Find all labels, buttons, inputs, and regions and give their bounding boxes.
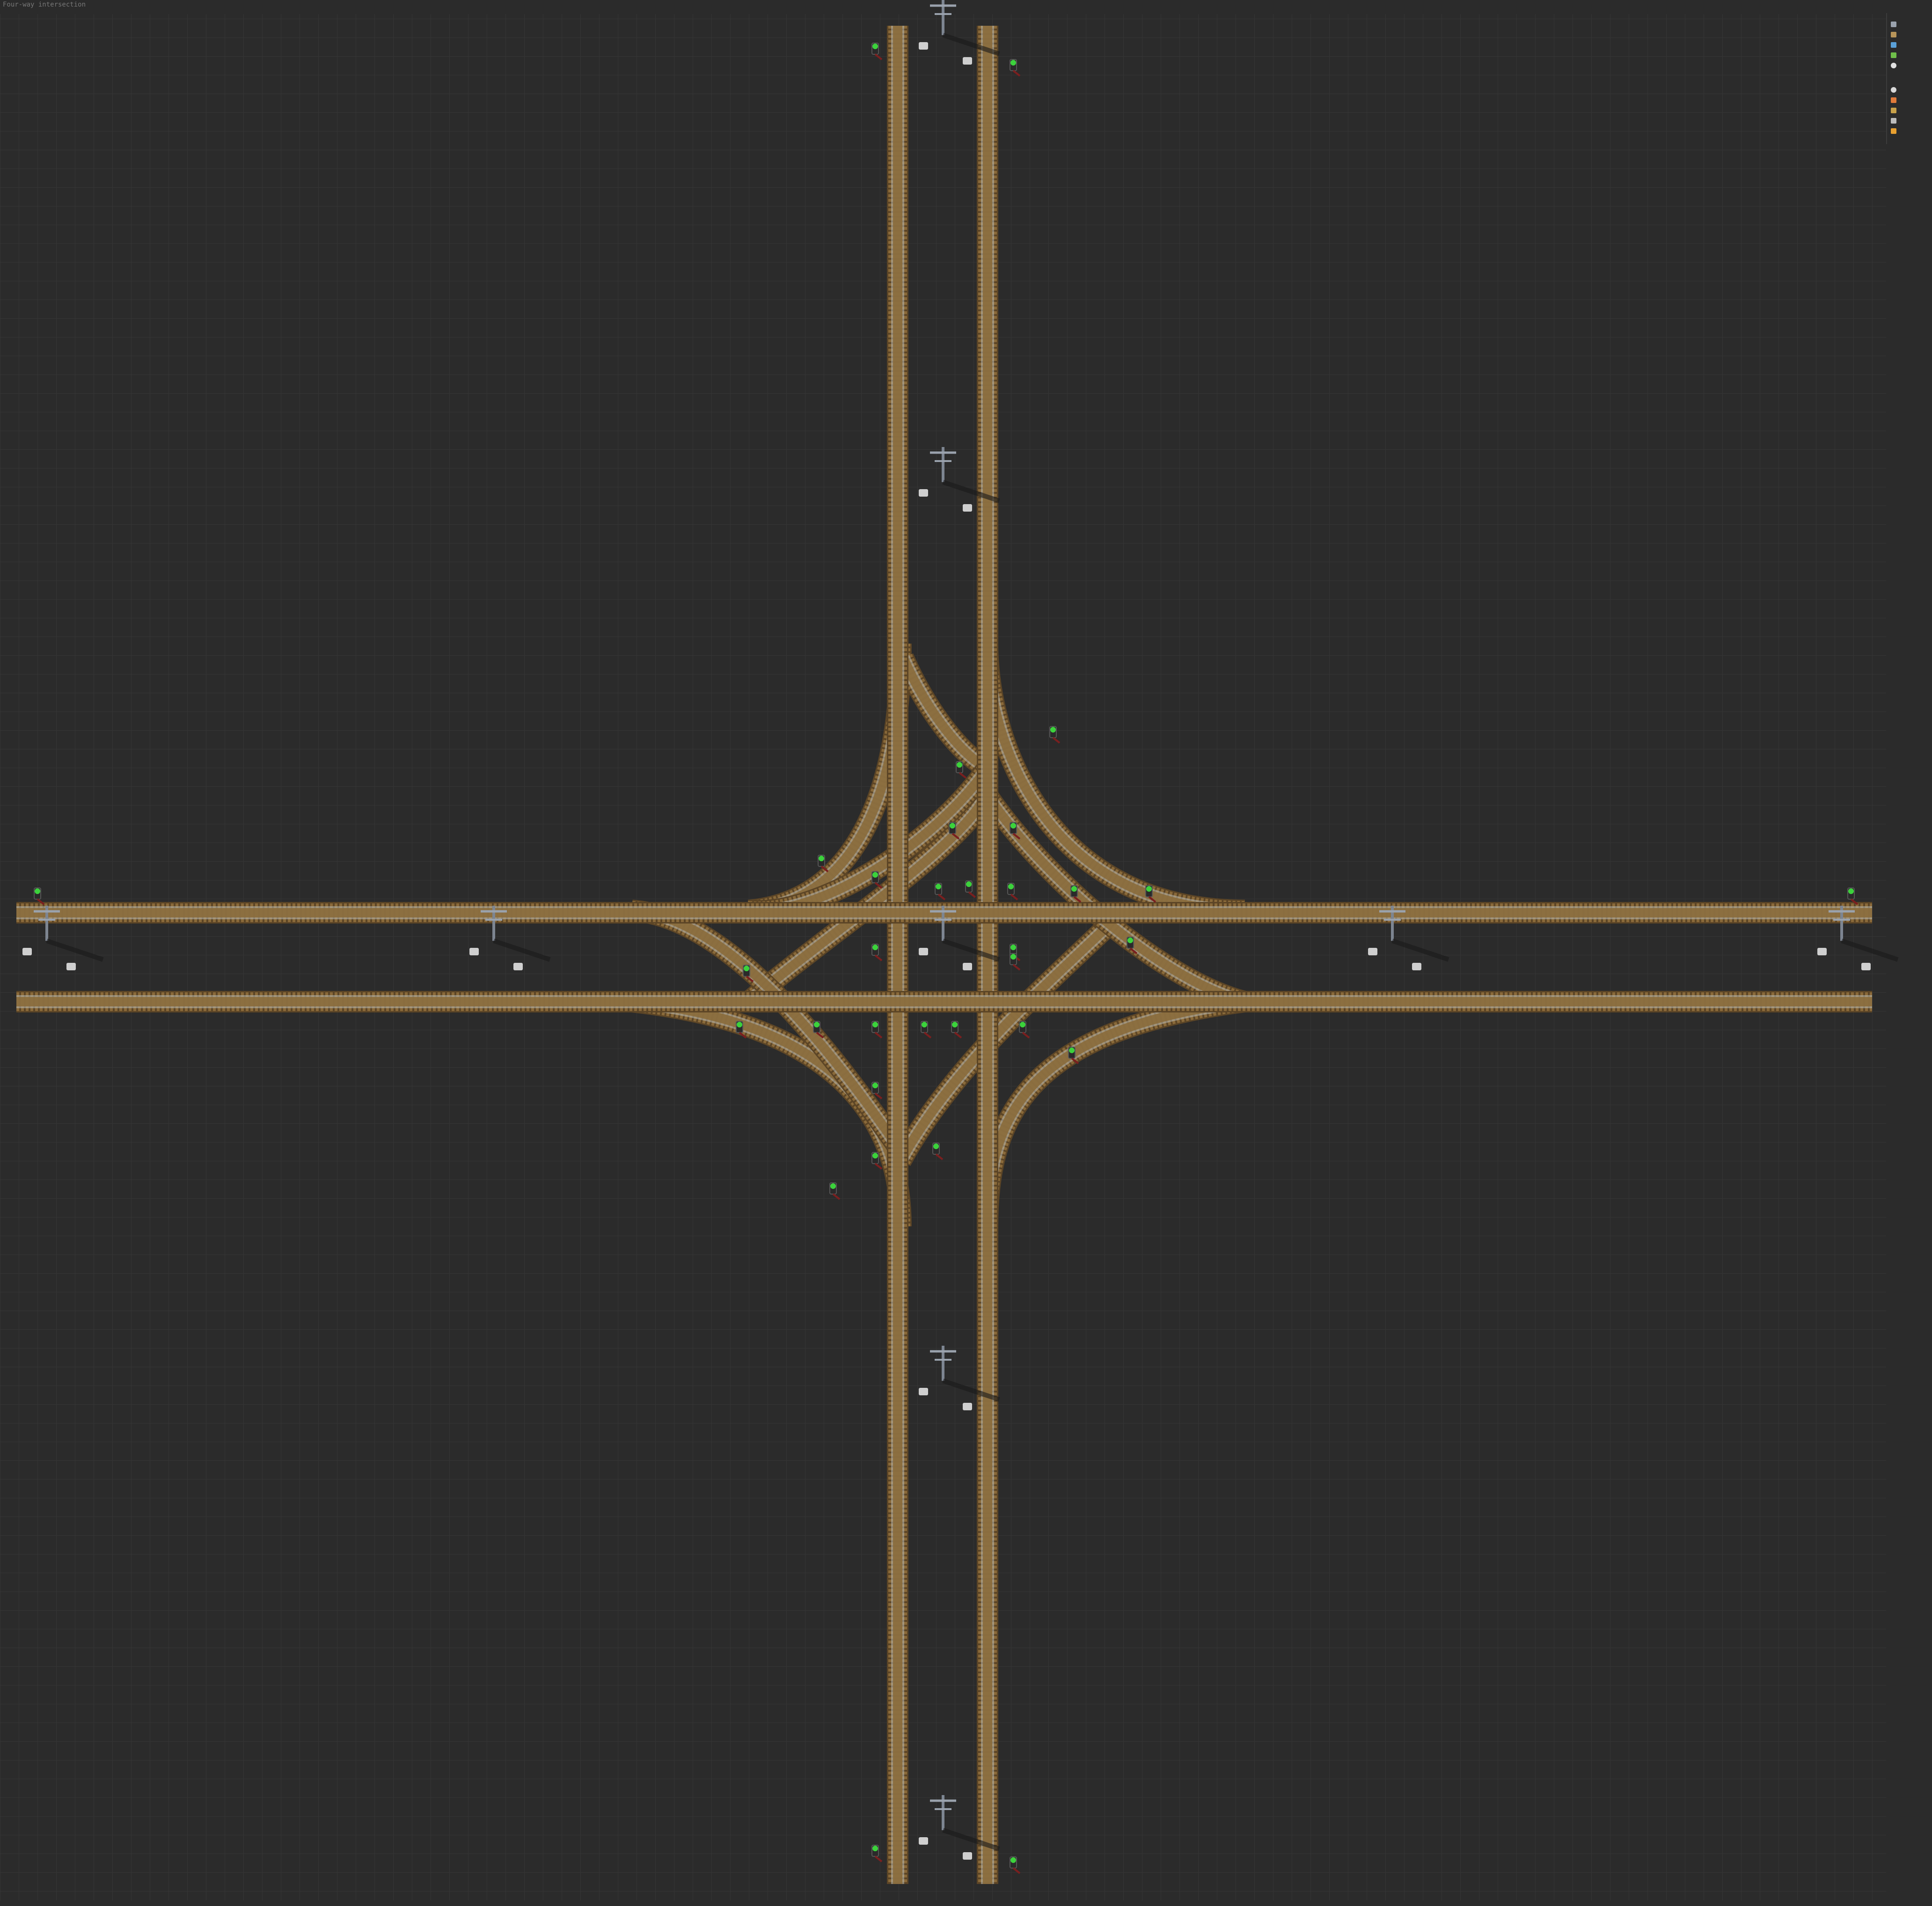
- power-pole-icon[interactable]: [1829, 906, 1899, 962]
- chain-signal-icon[interactable]: [871, 871, 883, 889]
- lamp-icon: [1891, 63, 1896, 68]
- lamp-icon: [1412, 963, 1421, 970]
- signal-icon[interactable]: [921, 1021, 932, 1039]
- lamp-icon: [919, 1388, 928, 1395]
- signal-icon[interactable]: [1145, 885, 1156, 903]
- lamp-icon: [963, 1403, 972, 1410]
- power-pole-icon[interactable]: [34, 906, 104, 962]
- grid-background: [0, 14, 1886, 1900]
- summary-row: [1891, 85, 1900, 95]
- signal-icon: [1891, 42, 1896, 48]
- summary-row: [1891, 126, 1900, 136]
- lamp-icon: [919, 42, 928, 50]
- wire-red-icon: [1891, 97, 1896, 103]
- chain-signal-icon[interactable]: [818, 855, 829, 872]
- rail-icon: [1891, 32, 1896, 37]
- signal-icon[interactable]: [736, 1021, 747, 1039]
- chain-signal-icon[interactable]: [871, 1082, 883, 1100]
- lamp-icon: [919, 1837, 928, 1845]
- power-pole-icon[interactable]: [930, 0, 1000, 56]
- signal-icon[interactable]: [829, 1182, 841, 1200]
- rails-layer: [16, 26, 1872, 1884]
- power-pole-icon: [1891, 22, 1896, 27]
- signal-icon[interactable]: [932, 1143, 944, 1160]
- lamp-icon: [513, 963, 523, 970]
- lamp-icon: [963, 504, 972, 512]
- component-summary-panel: [1886, 13, 1929, 144]
- power-pole-icon[interactable]: [930, 906, 1000, 962]
- pipe-icon: [1891, 87, 1896, 93]
- lamp-icon: [1861, 963, 1871, 970]
- chain-signal-icon[interactable]: [743, 965, 754, 982]
- lamp-icon: [963, 1852, 972, 1860]
- summary-row: [1891, 61, 1900, 70]
- entity-layer: [22, 0, 1899, 1874]
- signal-icon[interactable]: [1068, 1047, 1079, 1064]
- signal-icon[interactable]: [1010, 1856, 1021, 1874]
- summary-row: [1891, 116, 1900, 125]
- lamp-icon: [66, 963, 76, 970]
- signal-icon[interactable]: [956, 761, 967, 779]
- signal-icon[interactable]: [935, 883, 946, 901]
- lamp-icon: [22, 948, 32, 955]
- curve-east-to-north[interactable]: [979, 789, 1248, 1012]
- chain-signal-icon[interactable]: [1007, 883, 1018, 901]
- power-pole-icon[interactable]: [481, 906, 551, 962]
- chain-signal-icon[interactable]: [1127, 937, 1138, 954]
- tool-icon: [1891, 118, 1896, 124]
- signal-icon[interactable]: [871, 43, 883, 60]
- lamp-icon: [919, 489, 928, 497]
- signal-icon[interactable]: [1049, 726, 1061, 744]
- signal-icon[interactable]: [34, 887, 45, 905]
- chain-signal-icon[interactable]: [871, 944, 883, 961]
- signal-icon[interactable]: [871, 1152, 883, 1170]
- curve-east-to-south-b[interactable]: [891, 903, 1131, 1166]
- signal-icon[interactable]: [1010, 59, 1021, 77]
- signal-icon[interactable]: [965, 880, 976, 898]
- fire-icon: [1891, 128, 1896, 134]
- summary-row: [1891, 20, 1900, 29]
- signal-icon[interactable]: [1070, 885, 1082, 903]
- wire-green-icon: [1891, 108, 1896, 113]
- summary-row: [1891, 106, 1900, 115]
- lamp-icon: [963, 57, 972, 65]
- summary-row: [1891, 30, 1900, 39]
- summary-row: [1891, 95, 1900, 105]
- chain-signal-icon: [1891, 52, 1896, 58]
- lamp-icon: [919, 948, 928, 955]
- chain-signal-icon[interactable]: [871, 1845, 883, 1862]
- signal-icon[interactable]: [1010, 953, 1021, 971]
- power-pole-icon[interactable]: [930, 1795, 1000, 1851]
- chain-signal-icon[interactable]: [1847, 887, 1859, 905]
- lamp-icon: [963, 963, 972, 970]
- power-pole-icon[interactable]: [930, 447, 1000, 503]
- lamp-icon: [1817, 948, 1827, 955]
- lamp-icon: [469, 948, 479, 955]
- chain-signal-icon[interactable]: [949, 822, 960, 840]
- signal-icon[interactable]: [871, 1021, 883, 1039]
- signal-icon[interactable]: [813, 1021, 824, 1039]
- signal-icon[interactable]: [1019, 1021, 1030, 1039]
- summary-row: [1891, 40, 1900, 50]
- lamp-icon: [1368, 948, 1377, 955]
- signal-icon[interactable]: [1010, 822, 1021, 840]
- summary-row: [1891, 51, 1900, 60]
- chain-signal-icon[interactable]: [951, 1021, 962, 1039]
- power-pole-icon[interactable]: [930, 1346, 1000, 1402]
- blueprint-title: Four-way intersection: [3, 1, 86, 8]
- power-pole-icon[interactable]: [1379, 906, 1449, 962]
